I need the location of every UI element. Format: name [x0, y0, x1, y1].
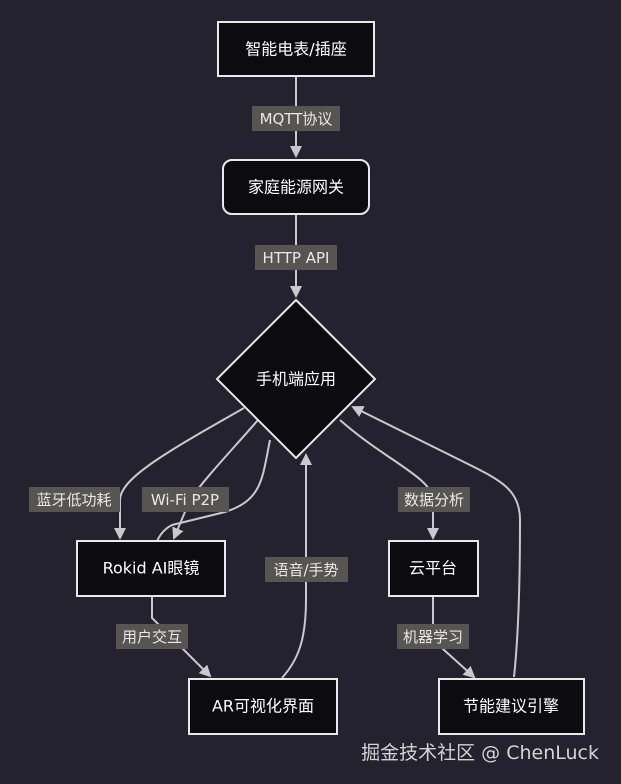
- edge-app-to-glasses-bluetooth: [114, 407, 245, 540]
- watermark: 掘金技术社区 @ ChenLuck: [361, 742, 599, 764]
- svg-text:Rokid AI眼镜: Rokid AI眼镜: [103, 559, 200, 578]
- svg-text:智能电表/插座: 智能电表/插座: [245, 40, 346, 59]
- edge-label-voice: 语音/手势: [273, 561, 338, 579]
- node-mobile-app: 手机端应用: [215, 298, 377, 460]
- edge-label-wifi: Wi-Fi P2P: [151, 491, 219, 509]
- edge-ar-to-app-voice: [281, 453, 312, 679]
- svg-text:云平台: 云平台: [409, 559, 457, 578]
- node-energy-engine: 节能建议引擎: [438, 678, 585, 735]
- edge-label-mqtt: MQTT协议: [260, 110, 333, 128]
- node-cloud: 云平台: [388, 540, 479, 597]
- svg-text:AR可视化界面: AR可视化界面: [212, 697, 314, 716]
- svg-text:手机端应用: 手机端应用: [256, 370, 336, 389]
- node-rokid-glasses: Rokid AI眼镜: [76, 540, 226, 597]
- edge-label-http: HTTP API: [263, 249, 330, 267]
- edge-label-interaction: 用户交互: [122, 628, 182, 646]
- svg-text:节能建议引擎: 节能建议引擎: [463, 697, 559, 716]
- edge-engine-to-app: [351, 406, 522, 678]
- edge-glasses-to-ar: [151, 597, 212, 678]
- edge-label-analysis: 数据分析: [404, 491, 464, 509]
- edge-app-to-glasses-wifi: [172, 419, 259, 540]
- svg-text:家庭能源网关: 家庭能源网关: [248, 178, 344, 197]
- node-ar-ui: AR可视化界面: [188, 678, 338, 735]
- edge-labels: MQTT协议 HTTP API 蓝牙低功耗 Wi-Fi P2P 数据分析 用户交…: [29, 106, 470, 649]
- edge-label-bluetooth: 蓝牙低功耗: [36, 491, 111, 509]
- edge-app-to-cloud: [339, 419, 439, 540]
- edge-label-ml: 机器学习: [403, 628, 463, 646]
- node-smart-meter: 智能电表/插座: [217, 21, 375, 77]
- node-gateway: 家庭能源网关: [222, 159, 370, 215]
